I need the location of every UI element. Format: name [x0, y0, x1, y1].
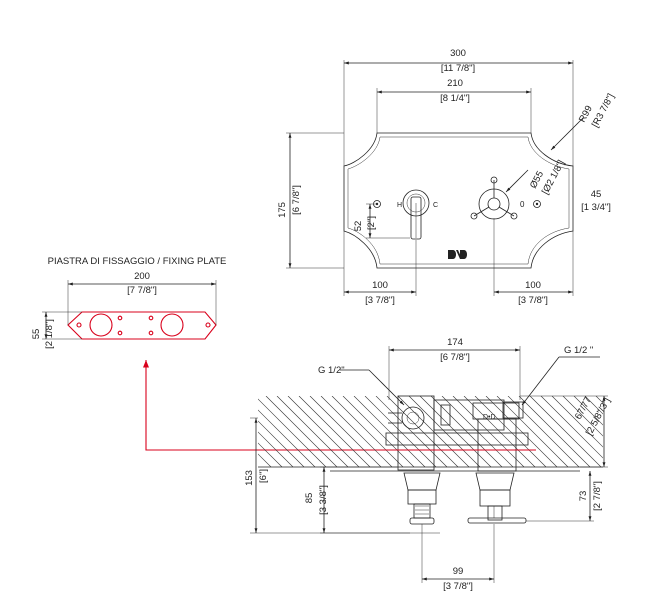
- dim-center-distance: 174: [447, 337, 463, 348]
- hatch-line: [353, 396, 426, 467]
- dim-offset: 45: [591, 189, 602, 200]
- thread-right-label: G 1/2 ": [564, 345, 593, 356]
- hatch-line: [618, 396, 647, 467]
- hot-mark: H: [397, 202, 402, 209]
- dim-height-in: [6 7/8"]: [291, 185, 302, 215]
- hatch-line: [309, 396, 382, 467]
- hatch-line: [258, 396, 283, 467]
- hatch-line: [496, 396, 569, 467]
- plate-width-in: [7 7/8"]: [127, 285, 157, 296]
- hatch-line: [258, 396, 294, 467]
- side-section-view: D•D G 1/2" G 1/2 ": [244, 337, 647, 592]
- lever-handle: [402, 189, 430, 240]
- dim-bottom-spacing: 99: [453, 566, 464, 577]
- dim-height: 175: [277, 202, 288, 218]
- hatch-line: [287, 396, 360, 467]
- fixing-plate-view: PIASTRA DI FISSAGGIO / FIXING PLATE 200 …: [31, 256, 398, 451]
- svg-text:D•D: D•D: [483, 414, 496, 421]
- hatch-line: [386, 396, 459, 467]
- hatch-line: [298, 396, 371, 467]
- hatch-line: [518, 396, 591, 467]
- hatch-line: [441, 396, 514, 467]
- hatch-line: [258, 396, 305, 467]
- screw-right: [533, 200, 541, 208]
- hatch-line: [258, 396, 316, 467]
- front-view: H C 0 300 [11 7/8"] 210 [8 1/4"] R99 [R3…: [277, 48, 617, 306]
- dim-right-depth-in: [2 7/8"]: [592, 481, 603, 511]
- hatch-line: [419, 396, 492, 467]
- dim-radius-in: [R3 7/8"]: [590, 92, 617, 130]
- dim-left-spacing: 100: [372, 280, 388, 291]
- hatch-line: [529, 396, 602, 467]
- cross-handle: [470, 176, 518, 220]
- hatch-line: [452, 396, 525, 467]
- plate-width: 200: [134, 271, 150, 282]
- dim-left-spacing-in: [3 7/8"]: [365, 295, 395, 306]
- right-spindle: [467, 472, 527, 524]
- hatch-line: [629, 396, 647, 467]
- hatch-line: [584, 396, 603, 467]
- dim-right-spacing: 100: [525, 280, 541, 291]
- dim-inner-width-in: [8 1/4"]: [440, 93, 470, 104]
- hatch-line: [607, 396, 647, 467]
- dim-overall-width: 300: [450, 48, 466, 59]
- hatch-line: [331, 396, 404, 467]
- hatch-line: [375, 396, 448, 467]
- thread-left-label: G 1/2": [318, 365, 345, 376]
- dim-overall-depth: 153: [244, 470, 255, 486]
- hatch-line: [258, 396, 327, 467]
- left-spindle: [403, 472, 441, 525]
- hatch-line: [640, 396, 647, 467]
- fixing-plate-title: PIASTRA DI FISSAGGIO / FIXING PLATE: [48, 256, 227, 267]
- plate-height-in: [2 1/8"]: [44, 319, 55, 349]
- hatch-line: [258, 396, 272, 467]
- hatch-line: [397, 396, 470, 467]
- hatch-line: [474, 396, 547, 467]
- hatch-line: [408, 396, 481, 467]
- hatch-line: [463, 396, 536, 467]
- hatch-line: [562, 396, 603, 467]
- hatch-line: [573, 396, 603, 467]
- off-mark: 0: [520, 200, 525, 209]
- dim-right-depth: 73: [578, 491, 589, 502]
- faceplate-outline: [343, 132, 574, 269]
- wall-hatch: [258, 396, 647, 467]
- hatch-line: [265, 396, 338, 467]
- hatch-line: [430, 396, 503, 467]
- dim-handle-height: 52: [353, 221, 364, 232]
- dim-overall-depth-in: [6"]: [258, 469, 269, 483]
- hatch-line: [540, 396, 603, 467]
- dim-handle-height-in: [2"]: [366, 216, 377, 230]
- hatch-line: [276, 396, 349, 467]
- dim-overall-width-in: [11 7/8"]: [441, 63, 475, 74]
- cold-mark: C: [433, 202, 438, 209]
- dim-offset-in: [1 3/4"]: [581, 202, 611, 213]
- hatch-line: [342, 396, 415, 467]
- dim-right-spacing-in: [3 7/8"]: [518, 295, 548, 306]
- dim-bottom-spacing-in: [3 7/8"]: [443, 581, 473, 592]
- hatch-line: [551, 396, 603, 467]
- hatch-line: [507, 396, 580, 467]
- brand-logo: [448, 250, 467, 259]
- dim-left-depth-in: [3 3/8"]: [318, 485, 329, 515]
- dim-inner-width: 210: [447, 78, 463, 89]
- plate-height: 55: [31, 329, 42, 340]
- hatch-line: [364, 396, 437, 467]
- hatch-line: [485, 396, 558, 467]
- plate-position-arrow: [142, 360, 398, 451]
- dim-center-distance-in: [6 7/8"]: [440, 352, 470, 363]
- dim-left-depth: 85: [304, 493, 315, 504]
- hatch-line: [320, 396, 393, 467]
